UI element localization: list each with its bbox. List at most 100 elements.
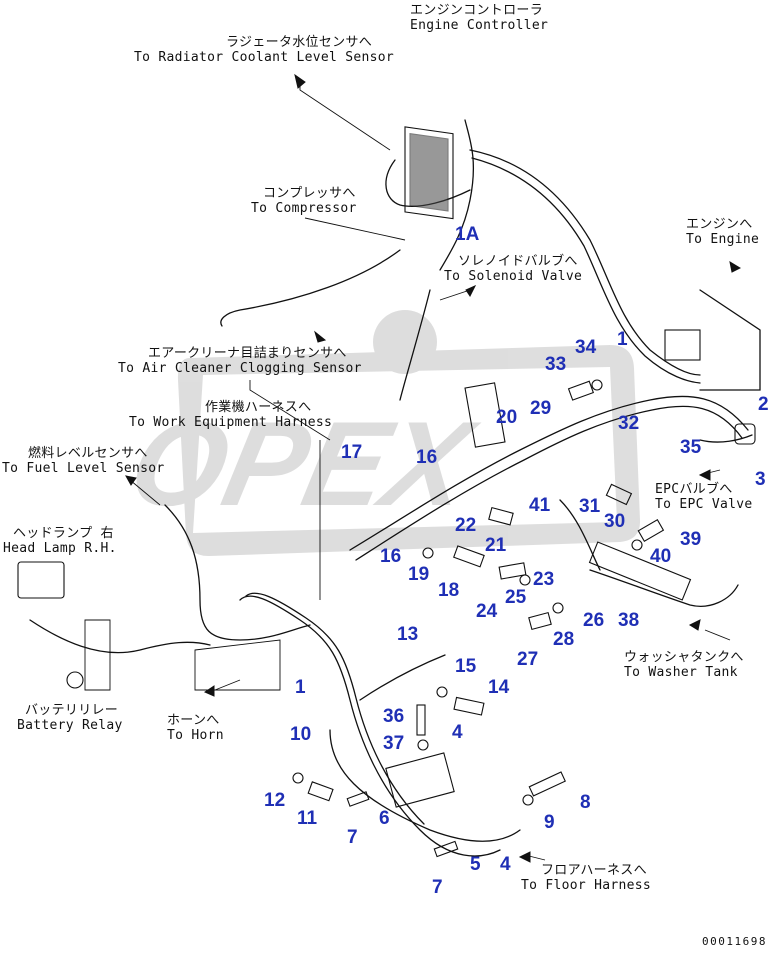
bolt-21	[488, 506, 514, 526]
caption-compressor: コンプレッサへ To Compressor	[251, 186, 357, 216]
part-number-15: 15	[455, 656, 477, 677]
washer-15	[436, 686, 448, 698]
arrow-floor	[518, 851, 531, 863]
arrow-compressor	[314, 330, 327, 343]
caption-jp: ヘッドランプ 右	[13, 526, 114, 541]
lower-branch	[329, 729, 521, 842]
caption-jp: フロアハーネスへ	[541, 863, 647, 878]
caption-floor-harness: フロアハーネスへ To Floor Harness	[521, 863, 651, 893]
leader-compressor	[304, 217, 406, 241]
part-number-30: 30	[604, 511, 626, 532]
part-number-13: 13	[397, 624, 419, 645]
caption-en: Battery Relay	[17, 718, 123, 733]
part-number-5: 5	[470, 854, 481, 875]
caption-solenoid-valve: ソレノイドバルブへ To Solenoid Valve	[444, 254, 582, 284]
arrow-horn	[203, 685, 215, 697]
caption-jp: エンジンへ	[686, 217, 753, 232]
battery-relay-body	[66, 671, 84, 689]
caption-en: Engine Controller	[410, 18, 549, 33]
caption-washer-tank: ウォッシャタンクへ To Washer Tank	[624, 650, 744, 680]
lower-bracket	[385, 752, 455, 808]
part-number-26: 26	[583, 610, 605, 631]
caption-engine-controller: エンジンコントローラ Engine Controller	[410, 3, 548, 33]
part-number-1b: 1	[295, 677, 306, 698]
caption-jp: バッテリリレー	[25, 703, 119, 718]
caption-horn: ホーンへ To Horn	[167, 713, 224, 743]
engine-controller-inner	[409, 132, 449, 212]
part-number-37: 37	[383, 733, 405, 754]
caption-en: To Fuel Level Sensor	[2, 461, 165, 476]
part-number-8: 8	[580, 792, 591, 813]
part-number-33: 33	[545, 354, 567, 375]
part-number-39: 39	[680, 529, 702, 550]
part-number-10: 10	[290, 724, 312, 745]
center-bundle-2	[355, 405, 743, 561]
part-number-34: 34	[575, 337, 597, 358]
washer-12	[292, 772, 304, 784]
caption-jp: エアークリーナ目詰まりセンサへ	[148, 346, 347, 361]
watermark-frame	[177, 345, 641, 557]
caption-en: To Radiator Coolant Level Sensor	[134, 50, 395, 65]
caption-en: To Horn	[167, 728, 224, 743]
arrow-washer	[688, 619, 701, 631]
leader-horn	[214, 679, 241, 691]
part-number-11: 11	[297, 808, 318, 829]
part-number-1a: 1A	[455, 224, 480, 245]
part-number-18: 18	[438, 580, 460, 601]
part-number-4b: 4	[500, 854, 511, 875]
bolt-36	[416, 704, 426, 736]
part-number-27: 27	[517, 649, 539, 670]
part-number-20: 20	[496, 407, 518, 428]
caption-jp: エンジンコントローラ	[410, 3, 544, 18]
part-number-40: 40	[650, 546, 672, 567]
bolt-14	[453, 696, 485, 716]
caption-engine: エンジンへ To Engine	[686, 217, 759, 247]
battery-cable	[29, 619, 211, 654]
leader-air	[249, 380, 331, 441]
caption-jp: 作業機ハーネスへ	[205, 400, 312, 415]
caption-jp: ラジェータ水位センサへ	[226, 35, 373, 50]
battery-bracket	[84, 619, 111, 691]
arrow-engine	[729, 260, 742, 273]
horn-bracket	[194, 639, 281, 691]
caption-en: To Work Equipment Harness	[129, 415, 333, 430]
washer-28	[552, 602, 564, 614]
controller-cable	[439, 119, 475, 271]
part-number-7b: 7	[432, 877, 443, 898]
bolt-18	[453, 545, 485, 568]
part-number-31: 31	[579, 496, 601, 517]
part-number-16: 16	[416, 447, 438, 468]
part-number-25: 25	[505, 587, 527, 608]
bolt-11	[307, 781, 334, 802]
relay-block	[464, 382, 506, 448]
leader-solenoid	[439, 289, 471, 301]
bolt-30	[605, 483, 633, 506]
cables	[29, 119, 761, 857]
fuel-cable	[164, 504, 311, 641]
bolt-24	[498, 562, 527, 580]
part-number-19: 19	[408, 564, 430, 585]
left-loop-cable-2	[245, 592, 425, 825]
caption-en: To Solenoid Valve	[444, 269, 583, 284]
part-number-35: 35	[680, 437, 702, 458]
engine-frame-line	[699, 289, 761, 391]
arrows	[125, 73, 742, 863]
caption-radiator-coolant: ラジェータ水位センサへ To Radiator Coolant Level Se…	[134, 35, 394, 65]
leader-washer	[704, 629, 731, 641]
part-number-32: 32	[618, 413, 640, 434]
arrow-solenoid	[465, 284, 477, 297]
pin-7b	[433, 840, 459, 858]
part-number-28: 28	[553, 629, 575, 650]
part-number-36: 36	[383, 706, 405, 727]
arrow-epc	[698, 469, 711, 481]
epc-connector	[734, 423, 756, 445]
arrow-fuel	[125, 475, 137, 486]
part-number-24: 24	[476, 601, 498, 622]
washer-19	[422, 547, 434, 559]
part-number-3: 3	[755, 469, 766, 490]
part-number-22: 22	[455, 515, 477, 536]
part-number-23: 23	[533, 569, 555, 590]
part-number-6: 6	[379, 808, 390, 829]
part-number-21: 21	[485, 535, 507, 556]
